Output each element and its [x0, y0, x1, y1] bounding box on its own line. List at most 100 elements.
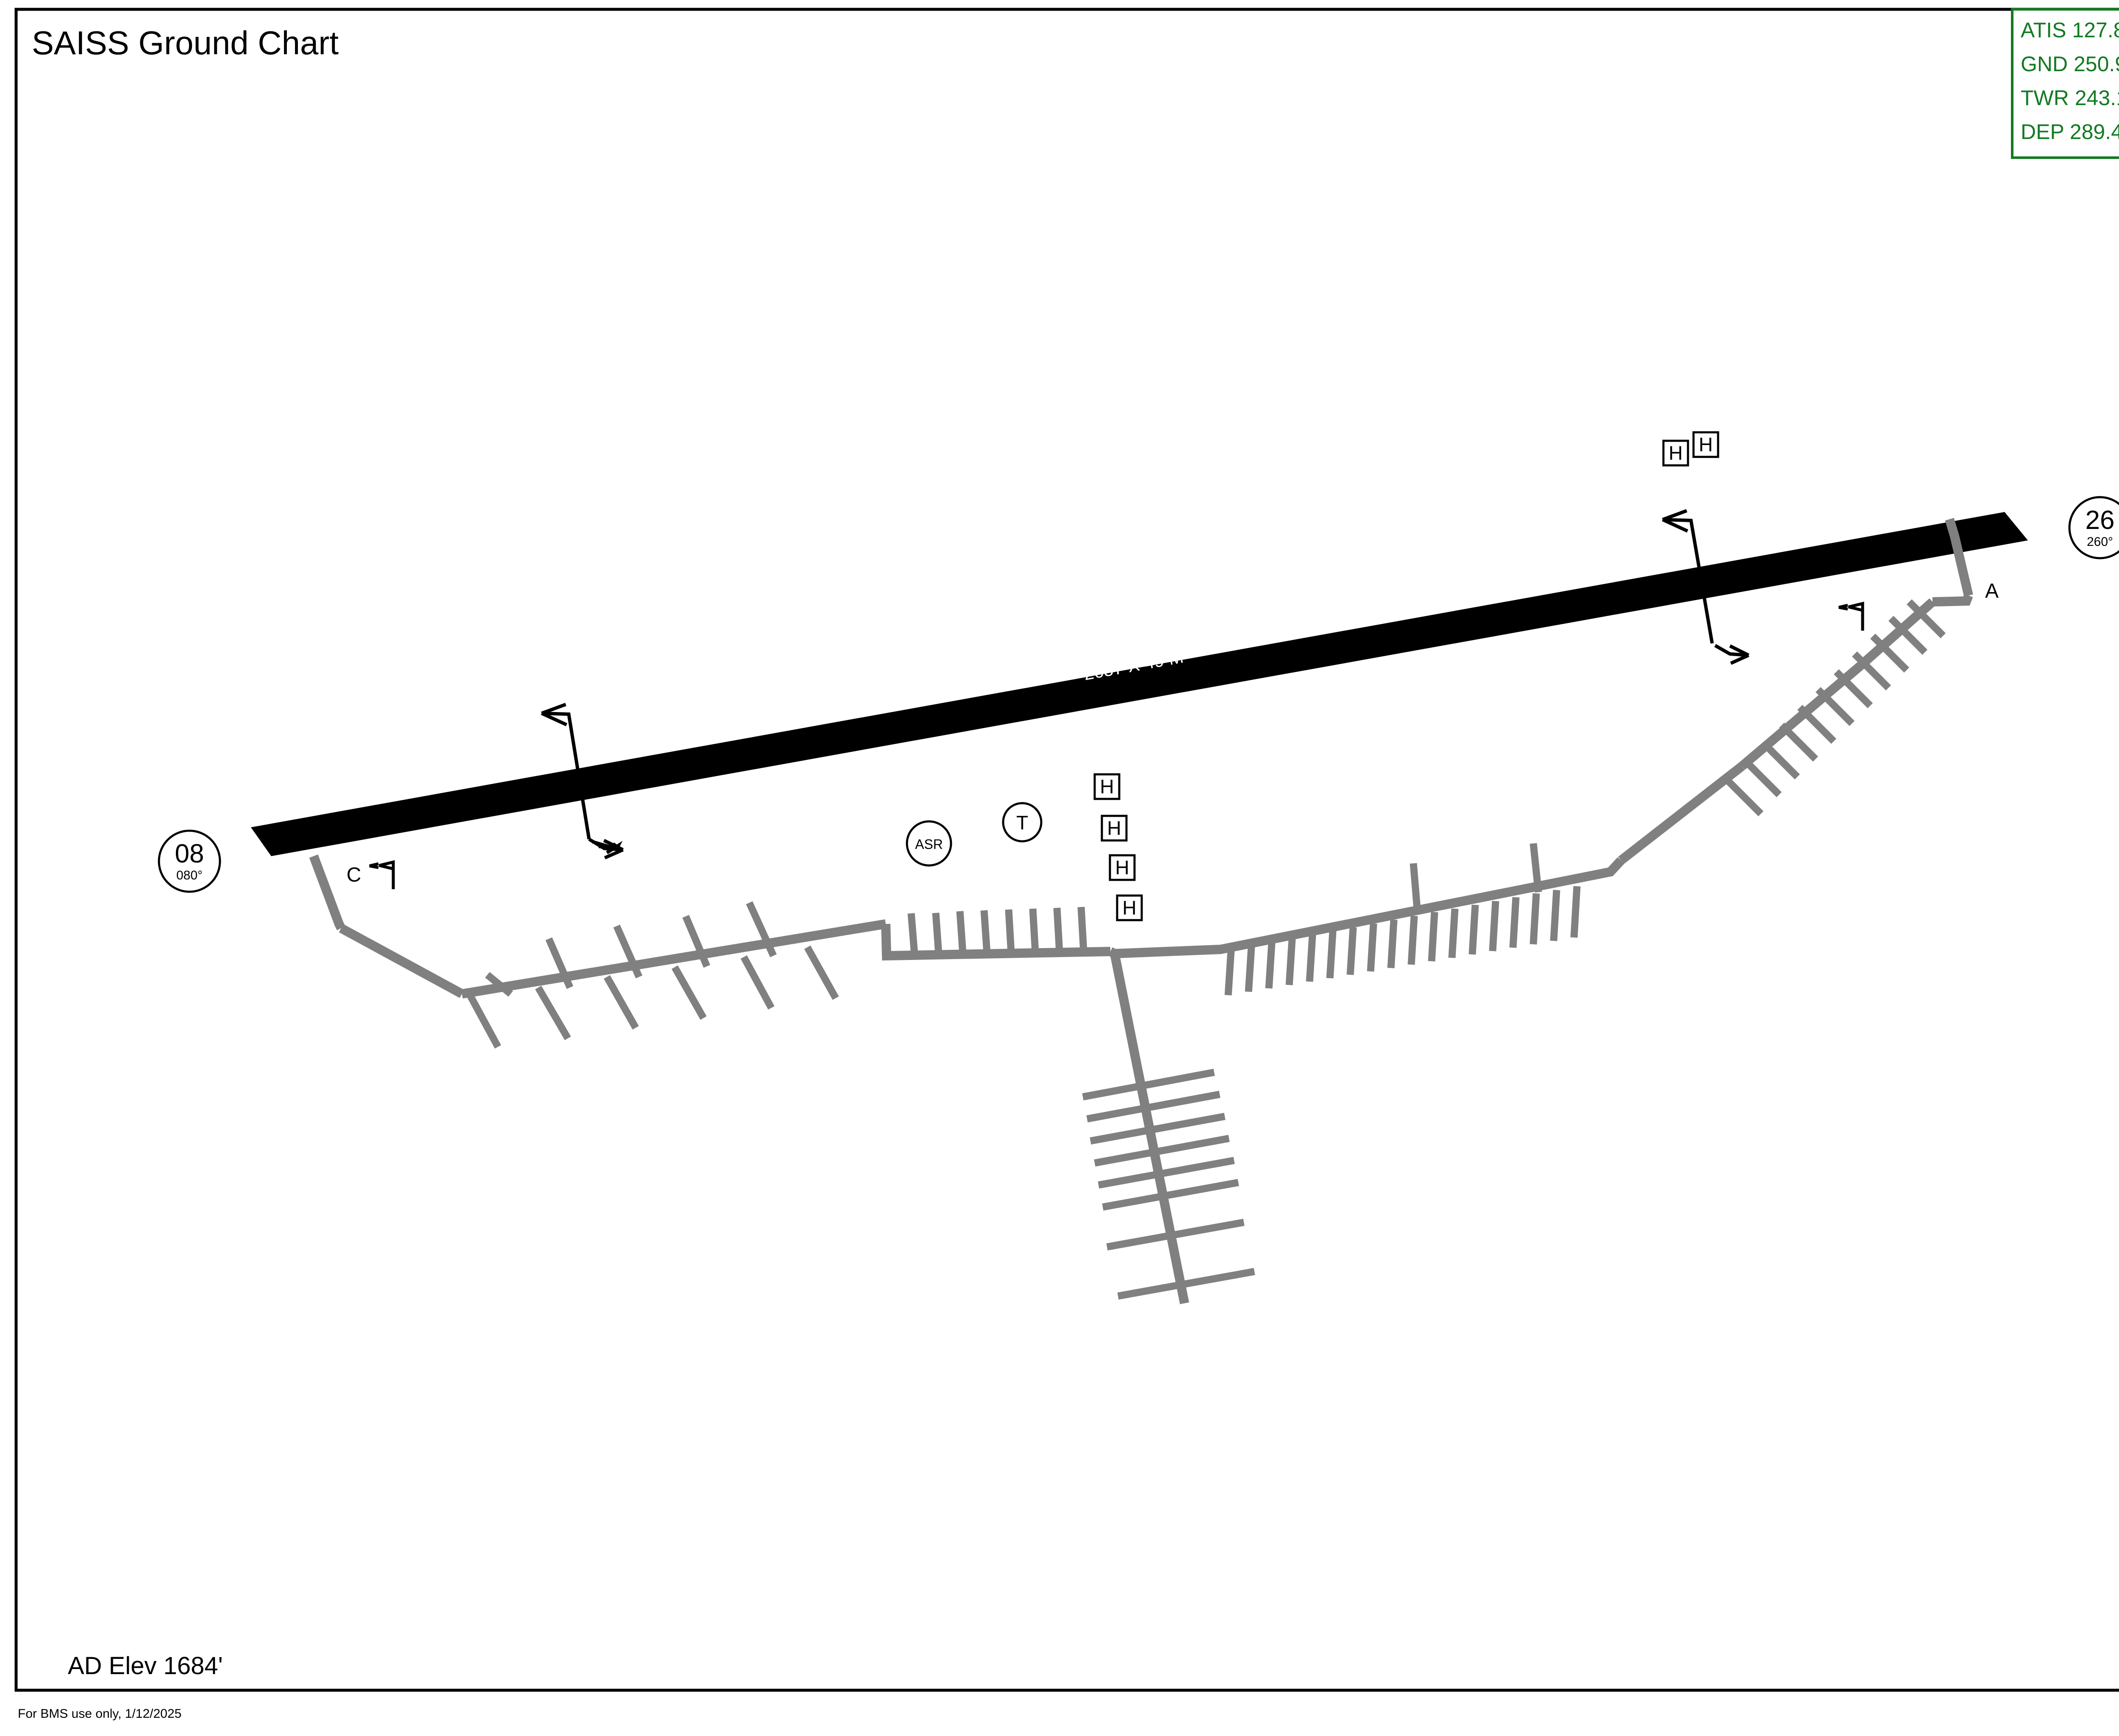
helipad-north-2: H — [1692, 431, 1719, 458]
parking-stub-e2 — [1245, 946, 1255, 992]
parking-stub-d2 — [1742, 758, 1782, 798]
parking-stub-e7 — [1346, 927, 1357, 975]
parking-stub-w2 — [535, 985, 571, 1040]
helipad-apron-2-letter: H — [1107, 817, 1121, 839]
parking-stub-wa4 — [682, 915, 710, 968]
windsock-east-tail-icon — [1838, 604, 1848, 611]
frequency-dep: DEP 289.400 — [2021, 120, 2119, 144]
taxiway-a-segment — [1945, 517, 1973, 597]
parking-stub-d6 — [1815, 687, 1855, 726]
frequency-gnd: GND 250.900 — [2021, 52, 2119, 76]
parking-stub-e5 — [1306, 934, 1316, 982]
runway-08-26: 2657 X 49 M — [251, 512, 2028, 856]
parking-stub-e6 — [1326, 930, 1337, 979]
parking-stub-tall-1 — [1410, 863, 1421, 915]
parking-stub-e1 — [1224, 949, 1235, 996]
aerodrome-elevation-label: AD Elev 1684' — [68, 1652, 223, 1680]
parking-stub-e4 — [1285, 938, 1296, 985]
parking-stub-d11 — [1906, 599, 1946, 639]
east-apron-diagonal-upper — [1738, 598, 1936, 770]
helipad-north-1-box — [1662, 440, 1689, 467]
parking-stub-wa1 — [485, 972, 513, 997]
parking-stub-d9 — [1870, 633, 1910, 673]
tower-marker-circle — [1002, 802, 1043, 843]
parking-stub-e12 — [1448, 908, 1459, 958]
arrow-head-east-north-icon — [1662, 509, 1688, 533]
asr-marker-circle — [906, 820, 952, 867]
parking-stub-wa2 — [545, 937, 573, 989]
parking-rung-s1 — [1082, 1068, 1215, 1101]
parking-stub-c4 — [980, 910, 991, 954]
parking-stub-e16 — [1529, 893, 1540, 945]
runway-end-26: 26 260° — [2068, 496, 2119, 559]
arrow-bend-west-south — [588, 837, 623, 851]
helipad-apron-4-box — [1116, 894, 1143, 921]
windsock-west — [369, 860, 395, 889]
parking-rung-s7 — [1106, 1219, 1245, 1251]
frequency-twr: TWR 243.100 118.825 — [2021, 86, 2119, 110]
parking-stub-d4 — [1779, 722, 1819, 762]
page-title: SAISS Ground Chart — [32, 24, 339, 61]
tower-marker: T — [1002, 802, 1043, 843]
parking-stub-w6 — [804, 945, 839, 1000]
taxiway-a-elbow — [1932, 594, 1973, 606]
parking-stub-c5 — [1005, 909, 1015, 954]
runway-26-circle — [2068, 496, 2119, 559]
parking-stub-d10 — [1888, 615, 1928, 655]
parking-stub-e14 — [1489, 901, 1499, 951]
arrow-head-east-south-icon — [1729, 644, 1749, 665]
parking-stub-c2 — [932, 913, 943, 955]
parking-stub-w5 — [740, 955, 775, 1010]
helipad-apron-2-box — [1101, 815, 1128, 842]
helipad-north-1-letter: H — [1669, 442, 1682, 464]
parking-stub-wa5 — [746, 901, 777, 957]
windsock-west-cone-icon — [379, 860, 395, 871]
helipad-north-1: H — [1662, 440, 1689, 467]
frequency-box: ATIS 127.800 GND 250.900 TWR 243.100 118… — [2011, 8, 2119, 159]
parking-stub-c3 — [956, 911, 967, 954]
arrow-head-west-south-icon — [603, 839, 624, 860]
parking-stub-d5 — [1797, 704, 1837, 744]
frequency-box-border — [2011, 8, 2119, 159]
helipad-apron-1: H — [1093, 773, 1121, 800]
windsock-east — [1838, 601, 1864, 631]
footer-note: For BMS use only, 1/12/2025 — [18, 1707, 181, 1721]
helipad-apron-3-letter: H — [1115, 857, 1129, 879]
parking-stub-e8 — [1367, 923, 1377, 972]
taxiway-label-c: C — [347, 864, 362, 886]
parking-stub-c8 — [1077, 907, 1087, 952]
asr-marker: ASR — [906, 820, 952, 867]
west-apron-spine — [461, 919, 887, 999]
helipad-north-2-box — [1692, 431, 1719, 458]
parking-stub-c7 — [1053, 907, 1063, 953]
parking-rung-s8 — [1117, 1268, 1255, 1300]
parking-stub-w4 — [671, 965, 707, 1020]
runway-surface — [251, 512, 2028, 856]
runway-26-designator: 26 — [2086, 506, 2115, 535]
runway-crossing-arrows-east — [1662, 509, 1749, 665]
east-apron-spine-bend — [1582, 857, 1625, 882]
taxiway-network — [309, 517, 1973, 1305]
parking-rung-s4 — [1094, 1135, 1230, 1167]
arrow-line-east-south — [1714, 644, 1749, 657]
parking-stub-d7 — [1833, 669, 1873, 709]
parking-stub-e17 — [1550, 890, 1560, 941]
parking-rung-s2 — [1086, 1091, 1221, 1123]
windsock-west-tail-icon — [369, 862, 379, 869]
parking-stub-c6 — [1029, 908, 1039, 953]
helipad-apron-2: H — [1101, 815, 1128, 842]
chart-frame-border — [14, 8, 2119, 1692]
helipad-apron-3: H — [1109, 854, 1136, 881]
windsock-east-cone-icon — [1848, 601, 1864, 612]
parking-stub-c1 — [907, 913, 918, 955]
runway-08-circle — [158, 829, 221, 893]
parking-rung-s3 — [1090, 1113, 1226, 1145]
runway-end-08: 08 080° — [158, 829, 221, 893]
helipad-apron-1-box — [1093, 773, 1121, 800]
east-apron-diagonal — [1618, 762, 1745, 864]
parking-stub-d8 — [1852, 651, 1891, 691]
runway-08-heading: 080° — [176, 868, 203, 882]
helipad-apron-4: H — [1116, 894, 1143, 921]
